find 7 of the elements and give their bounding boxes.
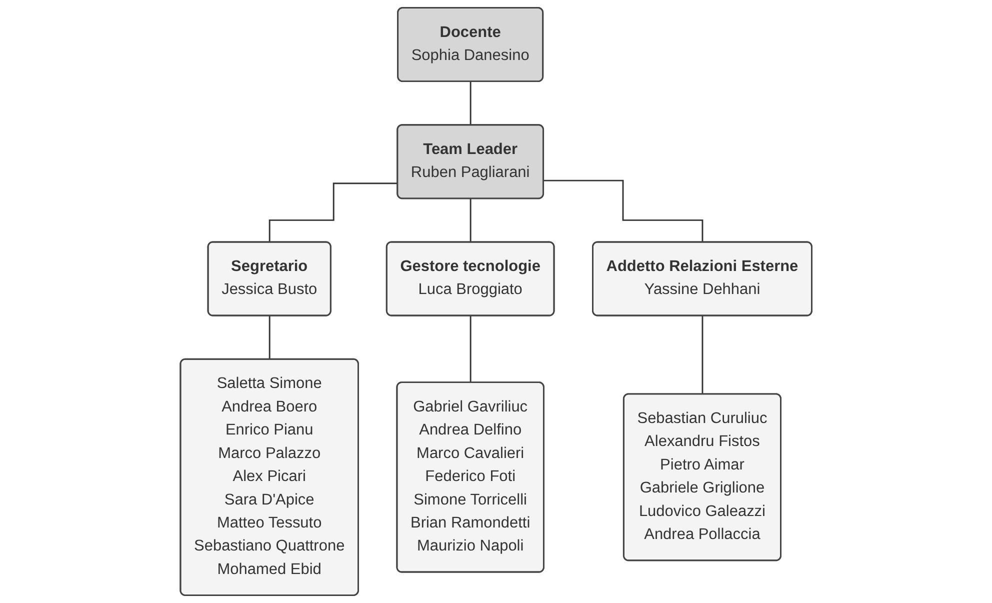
connector [268, 182, 398, 244]
connector [544, 180, 704, 244]
connector [470, 315, 472, 384]
connector [470, 81, 472, 126]
connector [702, 315, 704, 396]
connector [470, 198, 472, 244]
connector [268, 315, 270, 360]
